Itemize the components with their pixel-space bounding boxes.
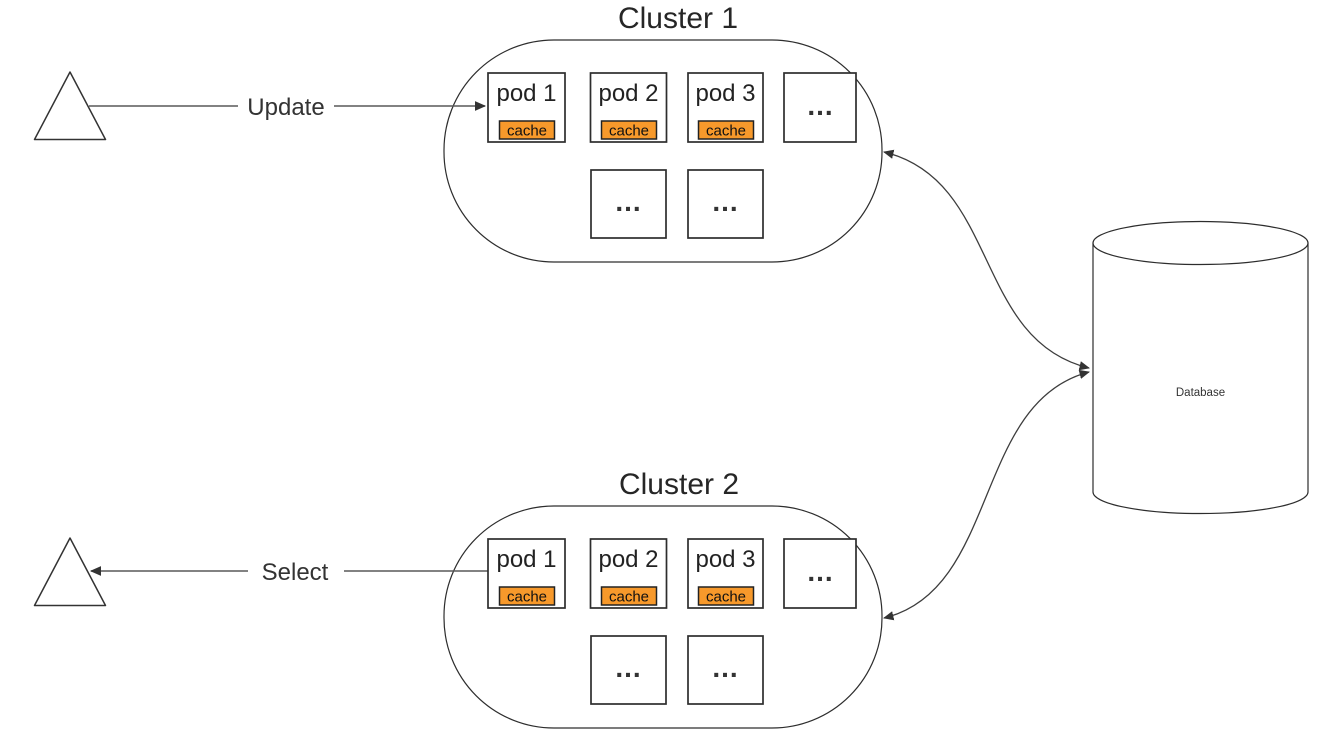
cluster2-more-pod1: ... xyxy=(590,635,667,705)
cluster2-more-pod1-box xyxy=(590,635,667,705)
update-label-background xyxy=(238,91,334,121)
cluster1-title: Cluster 1 xyxy=(618,2,738,35)
cluster1-pod3-label: pod 3 xyxy=(695,80,755,107)
cluster1-more-pod2-box xyxy=(687,169,764,239)
update-label: Update xyxy=(247,94,324,121)
cluster1-pod2: pod 2 cache xyxy=(589,72,668,143)
cluster2-pod1-label: pod 1 xyxy=(496,546,556,573)
cluster1-pod1-cache-badge xyxy=(498,120,556,140)
cluster1-more-pod1: ... xyxy=(590,169,667,239)
cluster1-pod3-cache-badge xyxy=(697,120,755,140)
cluster2-pod1: pod 1 cache xyxy=(487,538,566,609)
cluster1-more-pod1-label: ... xyxy=(615,186,641,217)
cluster1-more-pod2: ... xyxy=(687,169,764,239)
cluster2-more-pod2-box xyxy=(687,635,764,705)
database-cylinder-body xyxy=(1092,243,1309,515)
cluster2-pod3: pod 3 cache xyxy=(687,538,764,609)
cluster1-pod-ellipsis: ... xyxy=(783,72,857,143)
client-top-triangle-icon xyxy=(33,71,107,141)
cluster1-pod2-cache-label: cache xyxy=(609,123,649,140)
cluster1-pod1-cache-label: cache xyxy=(507,123,547,140)
cluster2-pod1-cache-badge xyxy=(498,586,556,606)
cluster1-more-pod2-label: ... xyxy=(712,186,738,217)
cluster2-pod-ellipsis-box xyxy=(783,538,857,609)
cluster2-more-pod1-label: ... xyxy=(615,652,641,683)
cluster2-pod1-cache-label: cache xyxy=(507,589,547,606)
cluster2-title: Cluster 2 xyxy=(619,468,739,501)
cluster1-pod2-label: pod 2 xyxy=(598,80,658,107)
cluster2-pod-ellipsis-label: ... xyxy=(807,556,833,587)
client-bottom-triangle-icon xyxy=(33,537,107,607)
cluster1-pod3: pod 3 cache xyxy=(687,72,764,143)
cluster1-pod-ellipsis-label: ... xyxy=(807,90,833,121)
cluster1-database-connector xyxy=(883,149,1090,371)
cluster2-pod3-cache-label: cache xyxy=(706,589,746,606)
cluster2-pod-ellipsis: ... xyxy=(783,538,857,609)
cluster2-more-pod2: ... xyxy=(687,635,764,705)
cluster2-pod2-cache-label: cache xyxy=(609,589,649,606)
cluster1-pod1: pod 1 cache xyxy=(487,72,566,143)
database-cylinder-top xyxy=(1092,220,1309,266)
cluster1-pod2-cache-badge xyxy=(600,120,658,140)
cluster1-pod1-label: pod 1 xyxy=(496,80,556,107)
cluster1-pod3-cache-label: cache xyxy=(706,123,746,140)
cluster2-pod3-label: pod 3 xyxy=(695,546,755,573)
cluster1-more-pod1-box xyxy=(590,169,667,239)
database-label: Database xyxy=(1176,387,1225,399)
cluster2-pod2: pod 2 cache xyxy=(589,538,668,609)
cluster2-pod3-cache-badge xyxy=(697,586,755,606)
select-label: Select xyxy=(262,559,329,586)
cluster2-database-connector xyxy=(883,369,1090,621)
cluster2-pod2-label: pod 2 xyxy=(598,546,658,573)
cluster1-pod-ellipsis-box xyxy=(783,72,857,143)
cluster2-pod2-cache-badge xyxy=(600,586,658,606)
cluster2-more-pod2-label: ... xyxy=(712,652,738,683)
database-node: Database xyxy=(1092,220,1309,515)
select-label-background xyxy=(248,556,344,586)
